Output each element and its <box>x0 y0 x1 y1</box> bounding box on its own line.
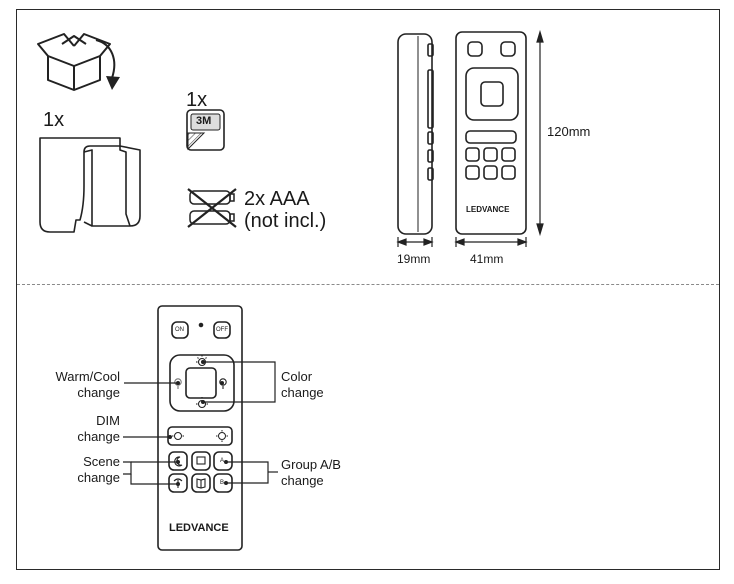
wall-holder-icon <box>39 137 141 233</box>
color-change-label: change <box>281 385 324 400</box>
group-label: Group A/B <box>281 457 341 472</box>
bulb-right-icon <box>219 378 227 389</box>
scene-label: Scene <box>83 454 120 469</box>
manual-frame <box>16 9 720 570</box>
front-brand-logo: LEDVANCE <box>466 205 510 214</box>
battery-crossed-icon <box>187 188 237 228</box>
battery-quantity: 2x AAA <box>244 188 310 210</box>
dimension-lines <box>396 29 544 247</box>
tape-brand-label: 3M <box>196 115 212 127</box>
book-icon <box>196 478 206 489</box>
on-button-label: ON <box>175 327 184 333</box>
height-dimension: 120mm <box>547 124 591 139</box>
width-dimension: 41mm <box>470 252 504 266</box>
group-a-button-label: A <box>220 458 225 464</box>
callout-lines <box>123 361 278 485</box>
dim-high-icon <box>216 430 228 442</box>
remote-front-view <box>455 31 527 235</box>
adhesive-tape-icon <box>186 109 225 151</box>
battery-note: (not incl.) <box>244 210 327 232</box>
moon-icon <box>174 456 183 467</box>
off-button-label: OFF <box>216 327 228 333</box>
rotate-arrowhead-icon <box>106 76 120 90</box>
remote-side-view <box>397 33 434 235</box>
group-change-label: change <box>281 473 324 488</box>
warm-cool-change-label: change <box>77 385 120 400</box>
scene-change-label: change <box>77 470 120 485</box>
dim-label: DIM <box>96 413 120 428</box>
warm-cool-label: Warm/Cool <box>55 369 120 384</box>
tape-quantity: 1x <box>186 89 208 111</box>
remote-brand-logo: LEDVANCE <box>169 522 229 534</box>
holder-quantity: 1x <box>43 109 65 131</box>
bulb-left-icon <box>174 378 182 389</box>
box-open-icon <box>37 33 111 91</box>
group-b-button-label: B <box>220 480 225 486</box>
section-divider <box>17 284 719 285</box>
color-label: Color <box>281 369 313 384</box>
dim-change-label: change <box>77 429 120 444</box>
remote-large <box>157 305 243 551</box>
depth-dimension: 19mm <box>397 252 431 266</box>
callout-dots <box>168 360 228 486</box>
rotate-arrow-icon <box>95 39 116 79</box>
dim-low-icon <box>172 432 184 440</box>
screen-icon <box>196 456 206 465</box>
